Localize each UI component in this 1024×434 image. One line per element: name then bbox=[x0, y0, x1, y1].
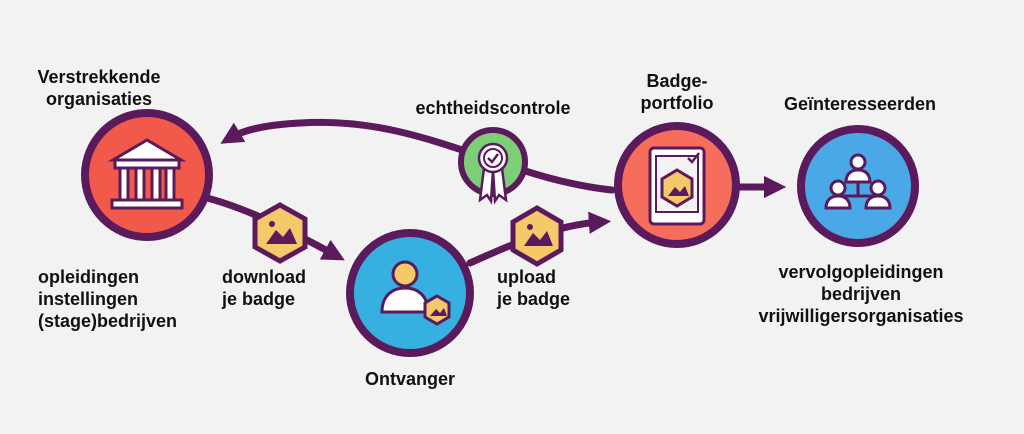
issuers-title-line-1: Verstrekkende bbox=[37, 67, 161, 87]
earner-node bbox=[346, 229, 474, 357]
download-label: download je badge bbox=[222, 266, 306, 310]
stakeholders-subtitle: vervolgopleidingen bedrijven vrijwillige… bbox=[748, 261, 974, 327]
stakeholders-sub-line-2: bedrijven bbox=[820, 284, 902, 304]
tablet-badge-icon bbox=[648, 146, 706, 226]
portfolio-title: Badge- portfolio bbox=[620, 70, 734, 114]
upload-label-line-2: je badge bbox=[497, 289, 571, 309]
person-with-badge-icon bbox=[380, 260, 451, 326]
download-badge-icon bbox=[252, 202, 308, 264]
arrow-portfolio-to-issuer bbox=[220, 118, 616, 194]
verification-title: echtheidscontrole bbox=[415, 98, 571, 118]
portfolio-node bbox=[614, 122, 740, 248]
institution-building-icon bbox=[107, 138, 187, 210]
portfolio-title-line-2: portfolio bbox=[640, 93, 714, 113]
issuers-title: Verstrekkende organisaties bbox=[28, 66, 170, 110]
group-of-people-icon bbox=[824, 153, 892, 210]
issuers-node bbox=[81, 109, 213, 241]
upload-badge-icon bbox=[510, 205, 564, 267]
earner-title: Ontvanger bbox=[364, 369, 456, 389]
upload-label: upload je badge bbox=[497, 266, 570, 310]
issuers-sub-line-3: (stage)bedrijven bbox=[38, 311, 178, 331]
issuers-sub-line-2: instellingen bbox=[38, 289, 139, 309]
stakeholders-sub-line-3: vrijwilligersorganisaties bbox=[758, 306, 964, 326]
download-label-line-1: download bbox=[222, 267, 306, 287]
stakeholders-node bbox=[797, 125, 919, 247]
issuers-subtitle: opleidingen instellingen (stage)bedrijve… bbox=[38, 266, 177, 332]
verification-ribbon-icon bbox=[477, 142, 509, 205]
issuers-sub-line-1: opleidingen bbox=[38, 267, 139, 287]
download-label-line-2: je badge bbox=[222, 289, 296, 309]
issuers-title-line-2: organisaties bbox=[45, 89, 153, 109]
upload-label-line-1: upload bbox=[497, 267, 556, 287]
stakeholders-title: Geïnteresseerden bbox=[783, 94, 937, 114]
portfolio-title-line-1: Badge- bbox=[646, 71, 708, 91]
stakeholders-sub-line-1: vervolgopleidingen bbox=[778, 262, 944, 282]
verification-node bbox=[458, 127, 528, 205]
